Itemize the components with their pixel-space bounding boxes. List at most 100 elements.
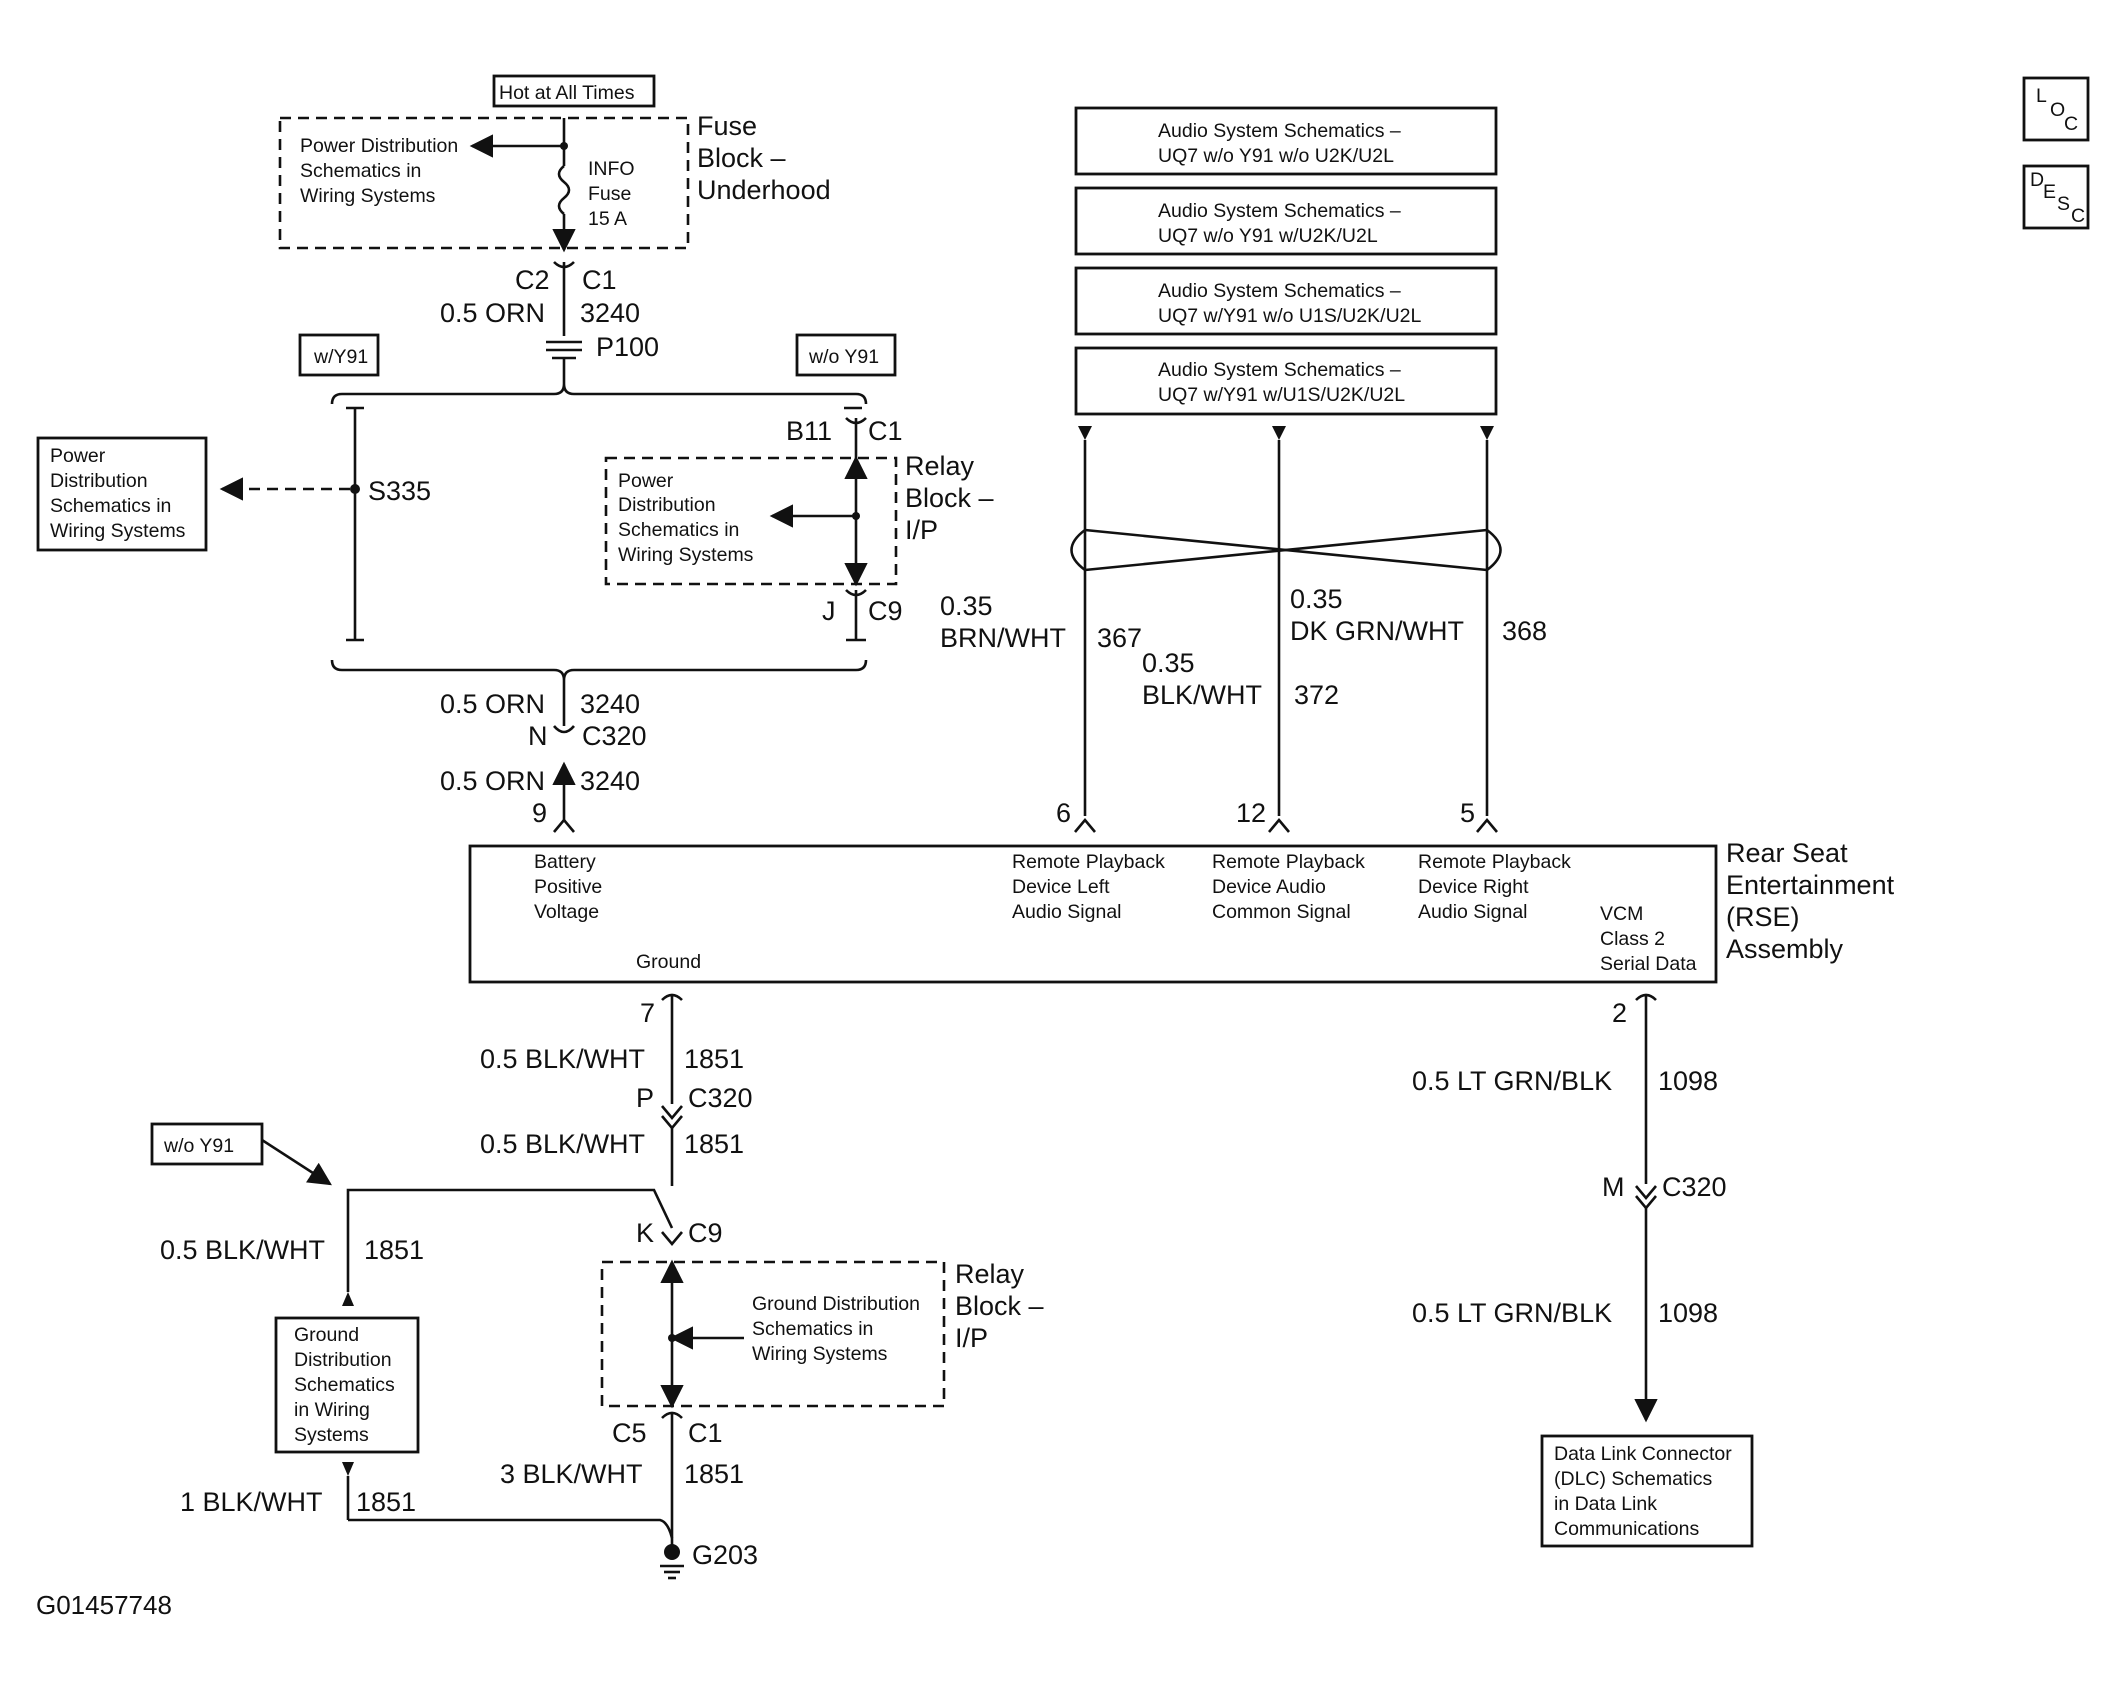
wire-color: BRN/WHT [940,623,1066,653]
connector-m: M [1602,1172,1625,1202]
connector-j: J [822,596,836,626]
option-w-y91: w/Y91 [298,333,380,377]
relay-block-upper-outline [604,456,898,586]
svg-text:(RSE): (RSE) [1726,902,1800,932]
relay-block-upper-ref[interactable]: Power Distribution Schematics in Wiring … [618,470,754,566]
svg-text:Common Signal: Common Signal [1212,901,1351,923]
p100-inline-connector [546,340,582,360]
rse-right-audio-pin-label: Remote Playback Device Right Audio Signa… [1418,851,1571,923]
option-brace-bottom [330,659,868,681]
audio-ref-3[interactable]: Audio System Schematics – UQ7 w/Y91 w/o … [1074,266,1498,336]
svg-text:w/o Y91: w/o Y91 [808,346,879,368]
wire-gauge-color: 0.5 BLK/WHT [480,1044,645,1074]
svg-text:Distribution: Distribution [618,494,716,516]
svg-text:O: O [2050,99,2065,121]
svg-text:INFO: INFO [588,158,635,180]
connector-c9-upper: C9 [868,596,903,626]
svg-text:C: C [2071,205,2085,227]
svg-text:L: L [2036,85,2047,107]
svg-text:Remote Playback: Remote Playback [1012,851,1165,873]
connector-c1-relay: C1 [868,416,903,446]
rse-vcm-pin-label: VCM Class 2 Serial Data [1600,903,1697,975]
svg-text:Wiring Systems: Wiring Systems [300,185,436,207]
svg-text:Audio Signal: Audio Signal [1012,901,1122,923]
wire-gauge-color: 0.5 LT GRN/BLK [1412,1066,1612,1096]
wire-circuit: 1851 [364,1235,424,1265]
svg-text:Audio System Schematics –: Audio System Schematics – [1158,359,1401,381]
wire-circuit: 1851 [356,1487,416,1517]
connector-c1: C1 [582,265,617,295]
svg-text:Fuse: Fuse [588,183,631,205]
rse-battery-pin-label: Battery Positive Voltage [534,851,602,923]
wire-gauge-color: 1 BLK/WHT [180,1487,323,1517]
wire-circuit: 3240 [580,766,640,796]
connector-c320-right: C320 [1662,1172,1727,1202]
svg-text:S: S [2057,193,2070,215]
svg-text:VCM: VCM [1600,903,1643,925]
loc-icon[interactable]: L O C [2022,76,2090,142]
svg-text:Device Audio: Device Audio [1212,876,1326,898]
svg-text:UQ7 w/Y91 w/U1S/U2K/U2L: UQ7 w/Y91 w/U1S/U2K/U2L [1158,384,1405,406]
wire-circuit: 368 [1502,616,1547,646]
wire-circuit: 372 [1294,680,1339,710]
connector-n: N [528,721,548,751]
svg-text:Systems: Systems [294,1424,369,1446]
wire-circuit: 3240 [580,298,640,328]
svg-text:Hot at All Times: Hot at All Times [499,82,635,104]
svg-text:Battery: Battery [534,851,596,873]
connector-p100: P100 [596,332,659,362]
wire-circuit: 1098 [1658,1298,1718,1328]
svg-text:Assembly: Assembly [1726,934,1844,964]
wire-gauge-color: 3 BLK/WHT [500,1459,643,1489]
audio-ref-4[interactable]: Audio System Schematics – UQ7 w/Y91 w/U1… [1074,346,1498,416]
svg-text:in Data Link: in Data Link [1554,1493,1657,1515]
power-distribution-ref-left[interactable]: Power Distribution Schematics in Wiring … [36,436,208,552]
pin-5: 5 [1460,798,1475,828]
connector-c1-lower: C1 [688,1418,723,1448]
rse-module [468,844,1718,984]
audio-ref-1[interactable]: Audio System Schematics – UQ7 w/o Y91 w/… [1074,106,1498,176]
svg-text:Relay: Relay [905,451,975,481]
svg-text:E: E [2043,181,2056,203]
wire-gauge: 0.35 [1290,584,1343,614]
connector-c320-upper: C320 [582,721,647,751]
connector-b11: B11 [786,416,832,446]
svg-text:Serial Data: Serial Data [1600,953,1697,975]
svg-text:Underhood: Underhood [697,175,831,205]
wire-gauge-color: 0.5 ORN [440,298,545,328]
svg-text:Remote Playback: Remote Playback [1418,851,1571,873]
svg-text:(DLC) Schematics: (DLC) Schematics [1554,1468,1712,1490]
pin-7: 7 [640,998,655,1028]
svg-text:UQ7 w/o Y91 w/o U2K/U2L: UQ7 w/o Y91 w/o U2K/U2L [1158,145,1394,167]
ground-distribution-ref-left[interactable]: Ground Distribution Schematics in Wiring… [274,1316,420,1454]
svg-text:Relay: Relay [955,1259,1025,1289]
dlc-ref[interactable]: Data Link Connector (DLC) Schematics in … [1540,1434,1754,1548]
svg-text:Power Distribution: Power Distribution [300,135,458,157]
audio-ref-2[interactable]: Audio System Schematics – UQ7 w/o Y91 w/… [1074,186,1498,256]
svg-text:Data Link Connector: Data Link Connector [1554,1443,1732,1465]
svg-text:in Wiring: in Wiring [294,1399,370,1421]
svg-text:Schematics: Schematics [294,1374,395,1396]
svg-text:15 A: 15 A [588,208,627,230]
svg-text:C: C [2064,113,2078,135]
wire-circuit: 1851 [684,1459,744,1489]
option-wo-y91: w/o Y91 [795,333,897,377]
svg-text:Power: Power [618,470,674,492]
pin-12: 12 [1236,798,1266,828]
svg-text:UQ7 w/Y91 w/o U1S/U2K/U2L: UQ7 w/Y91 w/o U1S/U2K/U2L [1158,305,1422,327]
svg-text:Wiring Systems: Wiring Systems [50,520,186,542]
pin-6: 6 [1056,798,1071,828]
svg-text:Audio Signal: Audio Signal [1418,901,1528,923]
desc-icon[interactable]: D E S C [2022,164,2090,230]
svg-text:Fuse: Fuse [697,111,757,141]
relay-block-lower-ref[interactable]: Ground Distribution Schematics in Wiring… [752,1293,920,1365]
splice-s335-label: S335 [368,476,431,506]
ground-g203-label: G203 [692,1540,758,1570]
wire-gauge-color: 0.5 BLK/WHT [160,1235,325,1265]
svg-text:Audio System Schematics –: Audio System Schematics – [1158,280,1401,302]
fuse-block-power-ref[interactable]: Power Distribution Schematics in Wiring … [300,135,458,207]
splice-s335 [350,484,360,494]
wire-gauge-color: 0.5 BLK/WHT [480,1129,645,1159]
svg-text:Distribution: Distribution [294,1349,392,1371]
